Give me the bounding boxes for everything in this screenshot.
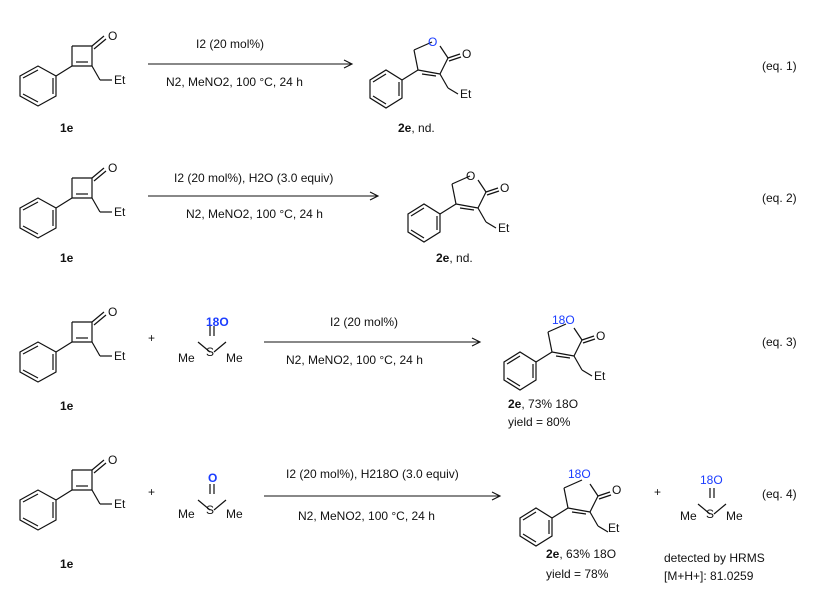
plus-sign: + <box>654 485 661 499</box>
ethyl-label: Et <box>114 349 126 363</box>
condition-top: I2 (20 mol%) <box>330 315 398 329</box>
methyl-label: Me <box>178 351 195 365</box>
reactant-label: 1e <box>60 399 74 413</box>
equation-label: (eq. 4) <box>762 487 797 501</box>
reactant-label: 1e <box>60 557 74 571</box>
product-label: 2e, 63% 18O <box>546 547 616 561</box>
condition-top: I2 (20 mol%) <box>196 37 264 51</box>
ring-o-label: 18O <box>552 313 575 327</box>
methyl-label: Me <box>680 509 697 523</box>
dmso-s-label: S <box>206 503 214 517</box>
reactant-1e-structure <box>19 459 113 531</box>
condition-top: I2 (20 mol%), H2O (3.0 equiv) <box>174 171 333 185</box>
methyl-label: Me <box>726 509 743 523</box>
scheme-eq1: O Et 1e I2 (20 mol%) N2, MeNO2, 100 °C, … <box>19 29 797 135</box>
yield-label: yield = 80% <box>508 415 571 429</box>
ethyl-label: Et <box>114 497 126 511</box>
product-label: 2e, nd. <box>436 251 473 265</box>
scheme-eq4: O Et 1e + O S Me Me I2 (20 mol%), H218O … <box>19 453 797 583</box>
equation-label: (eq. 1) <box>762 59 797 73</box>
condition-bottom: N2, MeNO2, 100 °C, 24 h <box>298 509 435 523</box>
dmso-s-label: S <box>206 345 214 359</box>
condition-bottom: N2, MeNO2, 100 °C, 24 h <box>166 75 303 89</box>
condition-bottom: N2, MeNO2, 100 °C, 24 h <box>286 353 423 367</box>
yield-label: yield = 78% <box>546 567 609 581</box>
scheme-eq2: O Et 1e I2 (20 mol%), H2O (3.0 equiv) N2… <box>19 161 797 265</box>
product-label: 2e, 73% 18O <box>508 397 578 411</box>
methyl-label: Me <box>178 507 195 521</box>
reactant-label: 1e <box>60 121 74 135</box>
carbonyl-o-label: O <box>108 161 117 175</box>
carbonyl-o-label: O <box>500 181 509 195</box>
ring-o-label: O <box>466 169 475 183</box>
condition-top: I2 (20 mol%), H218O (3.0 equiv) <box>286 467 459 481</box>
product-label: 2e, nd. <box>398 121 435 135</box>
carbonyl-o-label: O <box>612 483 621 497</box>
plus-sign: + <box>148 485 155 499</box>
ethyl-label: Et <box>460 87 472 101</box>
plus-sign: + <box>148 331 155 345</box>
dmso-o-label: O <box>208 471 217 485</box>
mass-label: [M+H+]: 81.0259 <box>664 569 754 583</box>
ethyl-label: Et <box>594 369 606 383</box>
equation-label: (eq. 2) <box>762 191 797 205</box>
product-2e-structure <box>519 479 612 547</box>
carbonyl-o-label: O <box>108 305 117 319</box>
carbonyl-o-label: O <box>108 453 117 467</box>
ring-o-label: 18O <box>568 467 591 481</box>
condition-bottom: N2, MeNO2, 100 °C, 24 h <box>186 207 323 221</box>
reactant-1e-structure <box>19 167 113 239</box>
reactant-label: 1e <box>60 251 74 265</box>
detection-note: detected by HRMS <box>664 551 765 565</box>
carbonyl-o-label: O <box>596 329 605 343</box>
product-2e-structure <box>369 41 462 109</box>
carbonyl-o-label: O <box>462 47 471 61</box>
ring-o-label: O <box>428 35 437 49</box>
reactant-1e-structure <box>19 311 113 383</box>
reactant-1e-structure <box>19 35 113 107</box>
product-2e-structure <box>503 323 596 391</box>
scheme-eq3: O Et 1e + 18O S Me Me I2 (20 mol%) N2, M… <box>19 305 797 429</box>
dmso-o-label: 18O <box>206 315 229 329</box>
carbonyl-o-label: O <box>108 29 117 43</box>
dmso-s-label: S <box>706 507 714 521</box>
equation-label: (eq. 3) <box>762 335 797 349</box>
ethyl-label: Et <box>114 73 126 87</box>
ethyl-label: Et <box>114 205 126 219</box>
methyl-label: Me <box>226 351 243 365</box>
ethyl-label: Et <box>608 521 620 535</box>
product-2e-structure <box>407 175 500 243</box>
ethyl-label: Et <box>498 221 510 235</box>
dmso-o-label: 18O <box>700 473 723 487</box>
methyl-label: Me <box>226 507 243 521</box>
